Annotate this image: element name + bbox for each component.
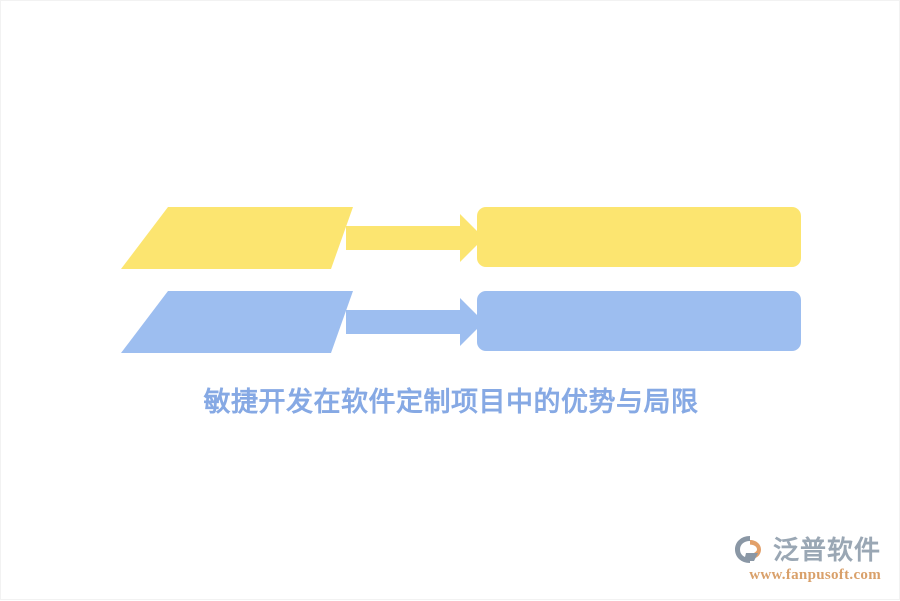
watermark-brand-row: 泛普软件 [734, 534, 881, 565]
row-bottom-arrow-icon [346, 298, 484, 346]
watermark-url-text: www.fanpusoft.com [749, 567, 881, 583]
watermark: 泛普软件 www.fanpusoft.com [734, 534, 881, 583]
row-bottom [121, 291, 801, 353]
diagram-title: 敏捷开发在软件定制项目中的优势与局限 [203, 387, 699, 417]
row-top [121, 207, 801, 269]
row-top-arrow-icon [346, 214, 484, 262]
row-top-source-parallelogram[interactable] [121, 207, 353, 269]
watermark-brand-text: 泛普软件 [772, 534, 881, 565]
row-top-target-box[interactable] [477, 207, 801, 267]
row-bottom-source-parallelogram[interactable] [121, 291, 353, 353]
row-bottom-target-box[interactable] [477, 291, 801, 351]
fanpu-logo-icon [734, 536, 761, 563]
